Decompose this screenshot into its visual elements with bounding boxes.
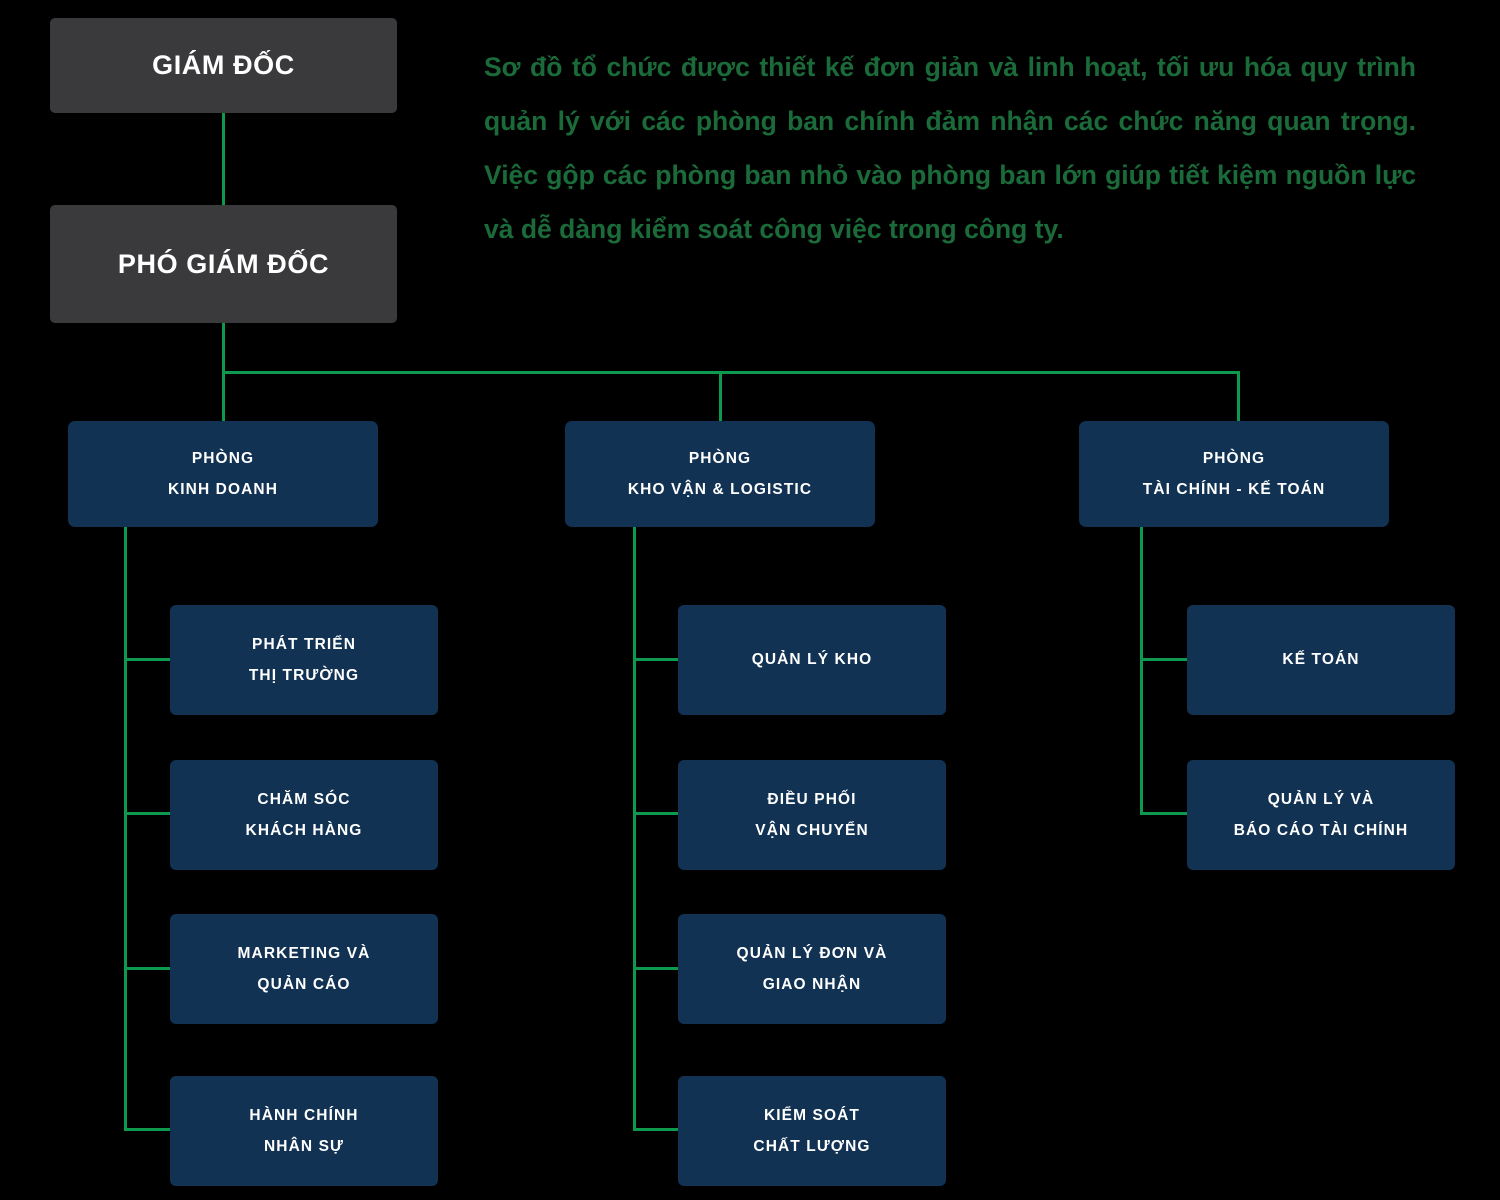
child-box-1-1-line2: THỊ TRƯỜNG: [248, 667, 360, 684]
department-box-2-line2: KHO VẬN & LOGISTIC: [627, 481, 813, 498]
connector-stub-3-2: [1140, 812, 1188, 815]
connector-stub-1-4: [124, 1128, 172, 1131]
connector-department-bus: [222, 371, 1240, 374]
child-box-3-2-line1: QUẢN LÝ VÀ: [1267, 790, 1375, 808]
child-box-2-2-line1: ĐIỀU PHỐI: [767, 790, 857, 808]
connector-bus-drop-2: [719, 371, 722, 421]
exec-box-director-label: GIÁM ĐỐC: [152, 50, 295, 80]
child-box-1-2-line1: CHĂM SÓC: [257, 790, 351, 808]
department-box-3[interactable]: PHÒNG TÀI CHÍNH - KẾ TOÁN: [1079, 421, 1389, 527]
connector-spine-department-1: [124, 527, 127, 1131]
child-box-2-3[interactable]: QUẢN LÝ ĐƠN VÀ GIAO NHẬN: [678, 914, 946, 1024]
child-box-3-1[interactable]: KẾ TOÁN: [1187, 605, 1455, 715]
connector-stub-2-2: [633, 812, 681, 815]
child-box-1-3-line1: MARKETING VÀ: [237, 944, 371, 962]
connector-deputy-to-bus: [222, 323, 225, 371]
department-box-1-line2: KINH DOANH: [167, 481, 279, 498]
description-paragraph: Sơ đồ tổ chức được thiết kế đơn giản và …: [484, 52, 1416, 244]
connector-stub-1-2: [124, 812, 172, 815]
exec-box-deputy-director-label: PHÓ GIÁM ĐỐC: [117, 248, 330, 279]
child-box-2-4-line1: KIỂM SOÁT: [763, 1106, 860, 1124]
child-box-2-4[interactable]: KIỂM SOÁT CHẤT LƯỢNG: [678, 1076, 946, 1186]
department-box-3-line1: PHÒNG: [1202, 449, 1266, 467]
child-box-1-3[interactable]: MARKETING VÀ QUẢN CÁO: [170, 914, 438, 1024]
child-box-2-2[interactable]: ĐIỀU PHỐI VẬN CHUYỂN: [678, 760, 946, 870]
child-box-2-3-line1: QUẢN LÝ ĐƠN VÀ: [736, 944, 888, 962]
exec-box-deputy-director[interactable]: PHÓ GIÁM ĐỐC: [50, 205, 397, 323]
connector-bus-drop-1: [222, 371, 225, 421]
connector-spine-department-3: [1140, 527, 1143, 815]
department-box-2-line1: PHÒNG: [688, 449, 752, 467]
connector-director-to-deputy: [222, 113, 225, 205]
child-box-2-2-line2: VẬN CHUYỂN: [755, 822, 869, 839]
child-box-1-1-line1: PHÁT TRIỂN: [252, 635, 356, 653]
child-box-2-3-line2: GIAO NHẬN: [762, 976, 862, 993]
child-box-1-4-line1: HÀNH CHÍNH: [249, 1106, 359, 1124]
department-box-1[interactable]: PHÒNG KINH DOANH: [68, 421, 378, 527]
child-box-3-2[interactable]: QUẢN LÝ VÀ BÁO CÁO TÀI CHÍNH: [1187, 760, 1455, 870]
connector-spine-department-2: [633, 527, 636, 1131]
child-box-2-1-line1: QUẢN LÝ KHO: [751, 651, 873, 669]
department-box-1-line1: PHÒNG: [191, 449, 255, 467]
child-box-2-4-line2: CHẤT LƯỢNG: [753, 1138, 871, 1155]
child-box-2-1[interactable]: QUẢN LÝ KHO: [678, 605, 946, 715]
connector-stub-3-1: [1140, 658, 1188, 661]
connector-bus-drop-3: [1237, 371, 1240, 421]
child-box-1-2[interactable]: CHĂM SÓC KHÁCH HÀNG: [170, 760, 438, 870]
connector-stub-2-4: [633, 1128, 681, 1131]
connector-stub-2-3: [633, 967, 681, 970]
child-box-1-4-line2: NHÂN SỰ: [264, 1138, 344, 1155]
department-box-2[interactable]: PHÒNG KHO VẬN & LOGISTIC: [565, 421, 875, 527]
child-box-1-4[interactable]: HÀNH CHÍNH NHÂN SỰ: [170, 1076, 438, 1186]
child-box-3-1-line1: KẾ TOÁN: [1282, 651, 1360, 669]
child-box-3-2-line2: BÁO CÁO TÀI CHÍNH: [1233, 822, 1409, 839]
department-box-3-line2: TÀI CHÍNH - KẾ TOÁN: [1142, 481, 1326, 498]
child-box-1-2-line2: KHÁCH HÀNG: [245, 822, 363, 839]
exec-box-director[interactable]: GIÁM ĐỐC: [50, 18, 397, 113]
connector-stub-2-1: [633, 658, 681, 661]
child-box-1-1[interactable]: PHÁT TRIỂN THỊ TRƯỜNG: [170, 605, 438, 715]
connector-stub-1-3: [124, 967, 172, 970]
connector-stub-1-1: [124, 658, 172, 661]
child-box-1-3-line2: QUẢN CÁO: [257, 976, 351, 993]
